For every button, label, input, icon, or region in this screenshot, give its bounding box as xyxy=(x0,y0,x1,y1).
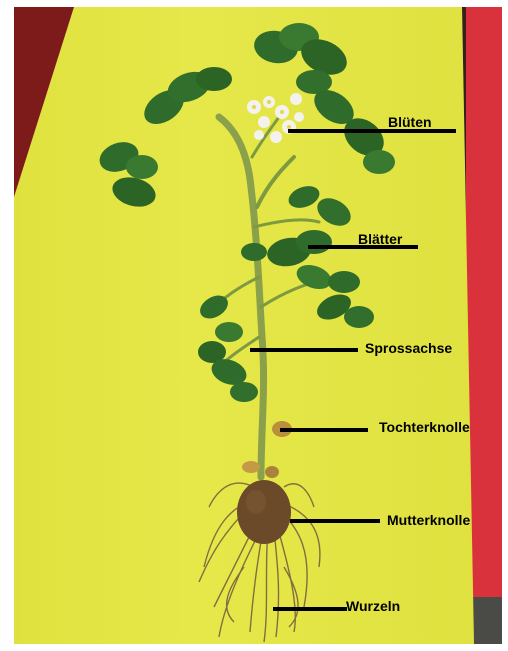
potato-plant xyxy=(14,7,502,644)
photo xyxy=(14,7,502,644)
callout-line-mutterknolle xyxy=(290,519,380,523)
label-wurzeln: Wurzeln xyxy=(346,598,400,614)
label-mutterknolle: Mutterknolle xyxy=(387,512,470,528)
label-blaetter: Blätter xyxy=(358,231,402,247)
label-sprossachse: Sprossachse xyxy=(365,340,452,356)
stem xyxy=(209,117,334,477)
callout-line-wurzeln xyxy=(273,607,347,611)
mother-tuber xyxy=(237,480,291,544)
callout-line-sprossachse xyxy=(250,348,358,352)
label-blueten: Blüten xyxy=(388,114,432,130)
callout-line-tochterknolle xyxy=(280,428,368,432)
label-tochterknolle: Tochterknolle xyxy=(379,419,470,435)
flowers xyxy=(247,93,304,143)
